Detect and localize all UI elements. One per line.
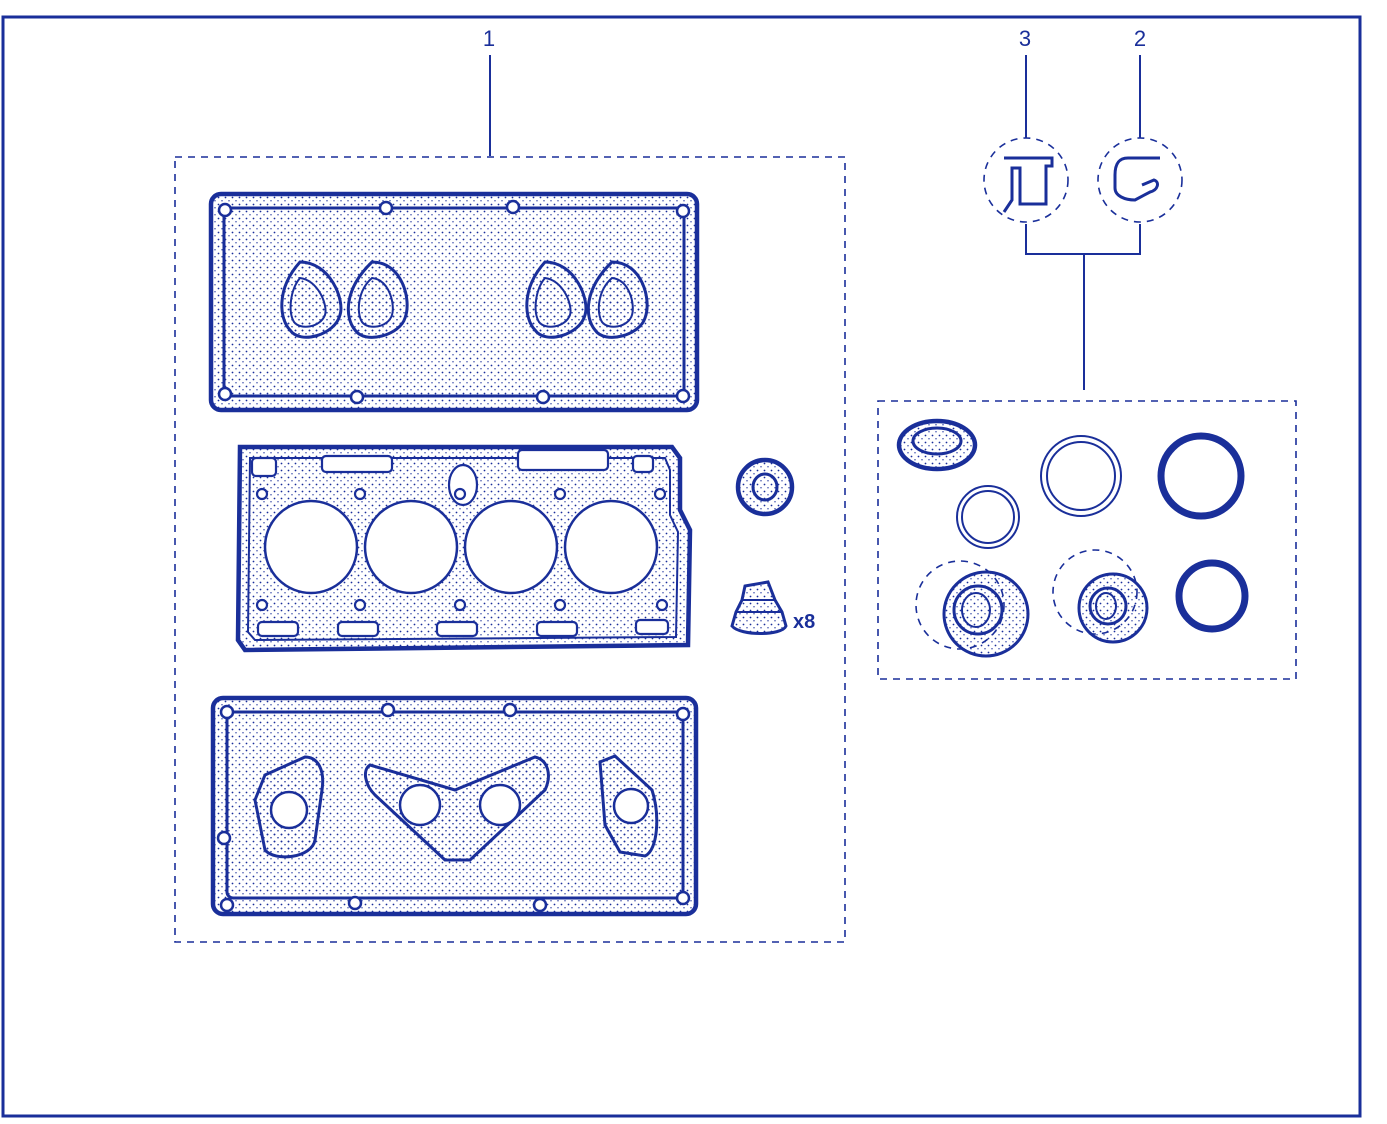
o-ring-small-thin (956, 485, 1020, 549)
manifold-cover-gasket-bottom (210, 695, 699, 917)
o-ring-small-thick (1175, 559, 1249, 633)
callout-2: 2 (1134, 26, 1146, 51)
seal-profile-detail-2 (1097, 137, 1183, 223)
outer-frame (1, 15, 1362, 1118)
port-gasket-pair-right (525, 260, 649, 339)
crankshaft-seal-left (915, 560, 1030, 658)
oil-seal-flat (896, 418, 978, 472)
manifold-gasket-center (363, 755, 550, 862)
valve-stem-seal-quantity: x8 (793, 611, 815, 633)
valve-stem-seal (730, 580, 788, 635)
o-ring-large-thick (1157, 432, 1245, 520)
callout-1: 1 (483, 26, 495, 51)
seal-profile-detail-3 (983, 137, 1069, 223)
seal-set-group-box (877, 400, 1297, 680)
seal-profile-connector (1025, 224, 1141, 390)
cover-gasket-top (208, 191, 700, 413)
manifold-gasket-left (253, 755, 325, 859)
o-ring-large-thin (1040, 435, 1122, 517)
valve-seal-ring (735, 457, 795, 517)
port-gasket-pair-left (280, 260, 409, 339)
cylinder-head-gasket (235, 444, 693, 653)
callout-3: 3 (1019, 26, 1031, 51)
manifold-gasket-right (598, 754, 659, 858)
crankshaft-seal-right (1052, 549, 1149, 644)
